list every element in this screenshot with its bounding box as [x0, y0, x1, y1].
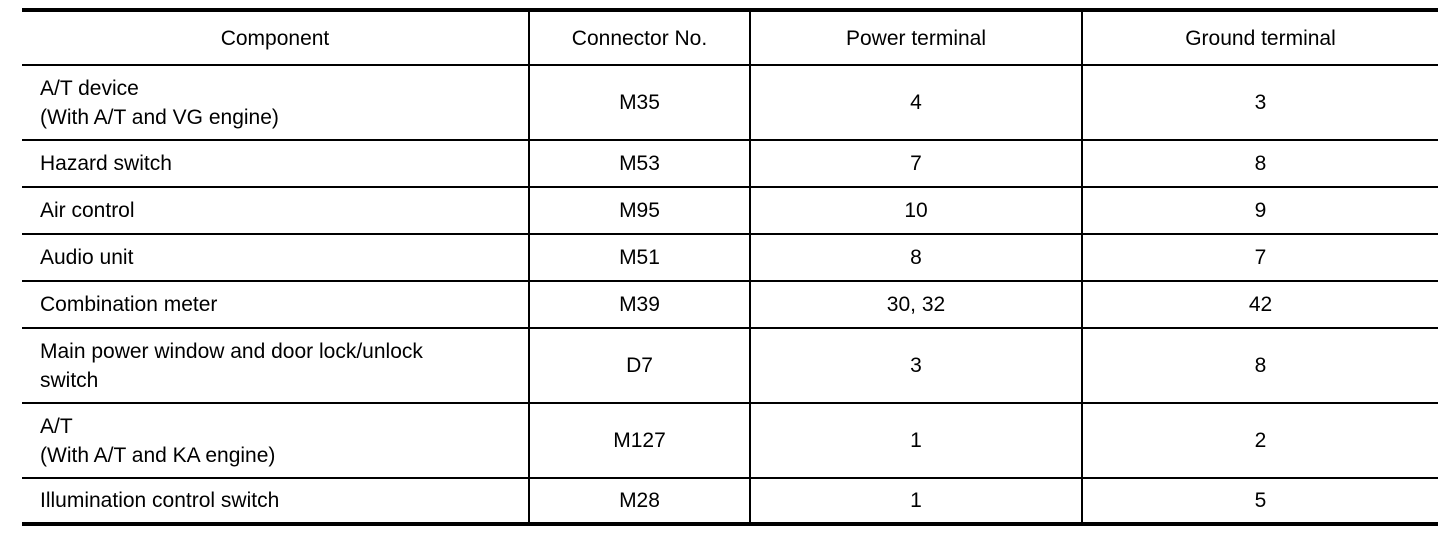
table-row: Hazard switch M53 7 8: [22, 140, 1438, 188]
connector-cell: M127: [528, 403, 750, 479]
header-row: Component Connector No. Power terminal G…: [22, 8, 1438, 66]
connector-cell: M51: [528, 234, 750, 282]
connector-cell: M39: [528, 281, 750, 329]
terminal-table: Component Connector No. Power terminal G…: [22, 8, 1438, 526]
component-name: Illumination control switch: [40, 489, 280, 512]
ground-terminal-cell: 7: [1081, 234, 1438, 282]
power-terminal-cell: 3: [749, 328, 1082, 404]
header-ground-terminal: Ground terminal: [1081, 8, 1438, 66]
ground-terminal-cell: 8: [1081, 140, 1438, 188]
table-row: Air control M95 10 9: [22, 187, 1438, 235]
power-terminal-cell: 30, 32: [749, 281, 1082, 329]
power-terminal-cell: 10: [749, 187, 1082, 235]
component-cell: A/T (With A/T and KA engine): [22, 403, 529, 479]
component-cell: Hazard switch: [22, 140, 529, 188]
connector-cell: M28: [528, 478, 750, 526]
component-cell: Air control: [22, 187, 529, 235]
ground-terminal-cell: 2: [1081, 403, 1438, 479]
table-row: A/T (With A/T and KA engine) M127 1 2: [22, 403, 1438, 479]
component-cell: A/T device (With A/T and VG engine): [22, 65, 529, 141]
component-cell: Audio unit: [22, 234, 529, 282]
component-cell: Combination meter: [22, 281, 529, 329]
header-component: Component: [22, 8, 529, 66]
component-name: A/T device: [40, 76, 139, 100]
table-row: Audio unit M51 8 7: [22, 234, 1438, 282]
connector-cell: M53: [528, 140, 750, 188]
power-terminal-cell: 7: [749, 140, 1082, 188]
table-row: Combination meter M39 30, 32 42: [22, 281, 1438, 329]
header-power-terminal: Power terminal: [749, 8, 1082, 66]
ground-terminal-cell: 9: [1081, 187, 1438, 235]
table-body: A/T device (With A/T and VG engine) M35 …: [22, 65, 1438, 526]
component-cell: Main power window and door lock/unlock s…: [22, 328, 529, 404]
power-terminal-cell: 1: [749, 478, 1082, 526]
component-name: Hazard switch: [40, 152, 172, 175]
header-connector-no: Connector No.: [528, 8, 750, 66]
component-note: (With A/T and VG engine): [40, 105, 279, 129]
component-name: A/T: [40, 414, 73, 438]
component-note: (With A/T and KA engine): [40, 443, 276, 467]
table-row: A/T device (With A/T and VG engine) M35 …: [22, 65, 1438, 141]
component-name-continued: switch: [40, 368, 99, 392]
component-name: Combination meter: [40, 293, 218, 316]
ground-terminal-cell: 42: [1081, 281, 1438, 329]
power-terminal-cell: 8: [749, 234, 1082, 282]
ground-terminal-cell: 5: [1081, 478, 1438, 526]
component-name: Air control: [40, 199, 135, 222]
ground-terminal-cell: 3: [1081, 65, 1438, 141]
table-header: Component Connector No. Power terminal G…: [22, 8, 1438, 66]
table-row: Illumination control switch M28 1 5: [22, 478, 1438, 526]
component-cell: Illumination control switch: [22, 478, 529, 526]
power-terminal-cell: 4: [749, 65, 1082, 141]
connector-cell: D7: [528, 328, 750, 404]
ground-terminal-cell: 8: [1081, 328, 1438, 404]
connector-cell: M35: [528, 65, 750, 141]
component-name: Main power window and door lock/unlock: [40, 339, 423, 363]
terminal-table-container: Component Connector No. Power terminal G…: [22, 8, 1438, 526]
power-terminal-cell: 1: [749, 403, 1082, 479]
table-row: Main power window and door lock/unlock s…: [22, 328, 1438, 404]
component-name: Audio unit: [40, 246, 134, 269]
connector-cell: M95: [528, 187, 750, 235]
